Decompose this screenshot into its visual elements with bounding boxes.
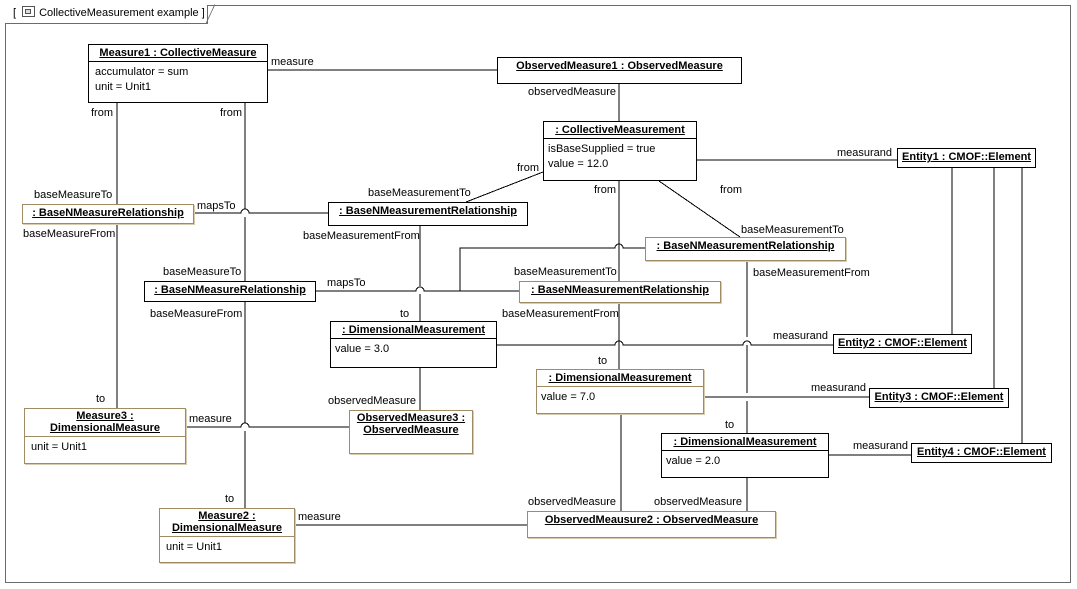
entity4-header: Entity4 : CMOF::Element (917, 446, 1046, 458)
role-label-from: from (517, 162, 539, 174)
measure3-header: Measure3 : DimensionalMeasure (49, 410, 161, 434)
dimensionalmeasurement3-header: : DimensionalMeasurement (673, 436, 817, 448)
measure2-header: Measure2 : DimensionalMeasure (171, 510, 283, 534)
role-label-from: from (220, 107, 242, 119)
role-label-basemeasureto: baseMeasureTo (163, 266, 242, 278)
role-label-observedmeasure: observedMeasure (528, 496, 617, 508)
role-label-basemeasurementfrom: baseMeasurementFrom (502, 308, 619, 320)
basenmeasurerelationship2-header: : BaseNMeasureRelationship (154, 284, 306, 296)
dimensionalmeasurement1-attr-value: value = 3.0 (335, 343, 390, 355)
entity2-node[interactable]: Entity2 : CMOF::Element (833, 334, 972, 354)
role-label-observedmeasure: observedMeasure (654, 496, 743, 508)
role-label-measurand: measurand (853, 440, 909, 452)
measure1-header: Measure1 : CollectiveMeasure (99, 47, 257, 59)
link-collective-rel2 (658, 180, 741, 238)
basenmeasurerelationship1-node[interactable]: : BaseNMeasureRelationship (22, 204, 194, 224)
basenmeasurementrelationship1-header: : BaseNMeasurementRelationship (339, 205, 517, 217)
role-label-measurand: measurand (811, 382, 867, 394)
basenmeasurementrelationship2-header: : BaseNMeasurementRelationship (656, 240, 835, 252)
role-label-basemeasurementfrom: baseMeasurementFrom (303, 230, 420, 242)
measure1-attr-unit: unit = Unit1 (95, 81, 151, 93)
measure1-node[interactable]: Measure1 : CollectiveMeasure accumulator… (88, 44, 268, 103)
measure3-attr-unit: unit = Unit1 (31, 441, 87, 453)
dimensionalmeasurement3-node[interactable]: : DimensionalMeasurement value = 2.0 (661, 433, 829, 478)
role-label-from: from (594, 184, 616, 196)
basenmeasurementrelationship3-header: : BaseNMeasurementRelationship (531, 284, 709, 296)
observedmeasure1-node[interactable]: ObservedMeasure1 : ObservedMeasure (497, 57, 742, 84)
entity4-node[interactable]: Entity4 : CMOF::Element (911, 443, 1052, 463)
basenmeasurementrelationship1-node[interactable]: : BaseNMeasurementRelationship (328, 202, 528, 226)
role-label-basemeasureto: baseMeasureTo (34, 189, 113, 201)
role-label-to: to (400, 308, 410, 320)
dimensionalmeasurement3-attr-value: value = 2.0 (666, 455, 721, 467)
basenmeasurerelationship1-header: : BaseNMeasureRelationship (32, 207, 184, 219)
role-label-observedmeasure: observedMeasure (328, 395, 417, 407)
basenmeasurementrelationship3-node[interactable]: : BaseNMeasurementRelationship (519, 281, 721, 303)
role-label-to: to (225, 493, 235, 505)
link-collective-rel1 (465, 171, 544, 203)
entity3-node[interactable]: Entity3 : CMOF::Element (869, 388, 1009, 408)
diagram-frame (5, 5, 1071, 583)
collectivemeasurement-header: : CollectiveMeasurement (555, 124, 685, 136)
role-label-mapsto: mapsTo (197, 200, 236, 212)
entity2-header: Entity2 : CMOF::Element (838, 337, 967, 349)
link-rel2-mapsto (459, 243, 645, 291)
role-label-to: to (96, 393, 106, 405)
role-label-basemeasurementto: baseMeasurementTo (514, 266, 617, 278)
observedmeasure3-header: ObservedMeasure3 : ObservedMeasure (356, 412, 466, 436)
dimensionalmeasurement2-header: : DimensionalMeasurement (548, 372, 692, 384)
dimensionalmeasurement1-node[interactable]: : DimensionalMeasurement value = 3.0 (330, 321, 497, 368)
dimensionalmeasurement2-attr-value: value = 7.0 (541, 391, 596, 403)
role-label-basemeasurefrom: baseMeasureFrom (150, 308, 243, 320)
role-label-mapsto: mapsTo (327, 277, 366, 289)
role-label-to: to (598, 355, 608, 367)
collectivemeasurement-attr-value: value = 12.0 (548, 158, 609, 170)
role-label-basemeasurementto: baseMeasurementTo (368, 187, 471, 199)
role-label-basemeasurementto: baseMeasurementTo (741, 224, 844, 236)
entity1-header: Entity1 : CMOF::Element (902, 151, 1031, 163)
observedmeasure1-header: ObservedMeasure1 : ObservedMeasure (516, 60, 723, 72)
role-label-measure: measure (271, 56, 314, 68)
measure3-node[interactable]: Measure3 : DimensionalMeasure unit = Uni… (24, 408, 186, 464)
role-label-observedmeasure: observedMeasure (528, 86, 617, 98)
observedmeasure3-node[interactable]: ObservedMeasure3 : ObservedMeasure (349, 410, 473, 454)
basenmeasurerelationship2-node[interactable]: : BaseNMeasureRelationship (144, 281, 316, 302)
diagram-title: CollectiveMeasurement example (39, 7, 199, 19)
role-label-basemeasurefrom: baseMeasureFrom (23, 228, 116, 240)
collectivemeasurement-node[interactable]: : CollectiveMeasurement isBaseSupplied =… (543, 121, 697, 181)
role-label-measure: measure (189, 413, 232, 425)
observedmeausure2-node[interactable]: ObservedMeausure2 : ObservedMeasure (527, 511, 776, 538)
measure2-node[interactable]: Measure2 : DimensionalMeasure unit = Uni… (159, 508, 295, 563)
dimensionalmeasurement2-node[interactable]: : DimensionalMeasurement value = 7.0 (536, 369, 704, 414)
collectivemeasurement-attr-isbase: isBaseSupplied = true (548, 143, 656, 155)
observedmeausure2-header: ObservedMeausure2 : ObservedMeasure (544, 514, 759, 526)
basenmeasurementrelationship2-node[interactable]: : BaseNMeasurementRelationship (645, 237, 846, 261)
role-label-basemeasurementfrom: baseMeasurementFrom (753, 267, 870, 279)
role-label-to: to (725, 419, 735, 431)
link-mapsto-top (194, 208, 328, 214)
measure2-attr-unit: unit = Unit1 (166, 541, 222, 553)
dimensionalmeasurement1-header: : DimensionalMeasurement (341, 324, 486, 336)
role-label-from: from (720, 184, 742, 196)
role-label-measurand: measurand (773, 330, 829, 342)
entity1-node[interactable]: Entity1 : CMOF::Element (897, 148, 1036, 168)
role-label-measure: measure (298, 511, 341, 523)
diagram-frame-tab: [CollectiveMeasurement example ] (5, 4, 215, 24)
role-label-measurand: measurand (837, 147, 893, 159)
link-mapsto-lower (316, 286, 519, 292)
link-measure3-om3 (186, 422, 349, 428)
entity3-header: Entity3 : CMOF::Element (874, 391, 1004, 403)
object-diagram-icon (22, 6, 36, 17)
link-dm1-entity2 (497, 340, 833, 346)
role-label-from: from (91, 107, 113, 119)
measure1-attr-accumulator: accumulator = sum (95, 66, 189, 78)
